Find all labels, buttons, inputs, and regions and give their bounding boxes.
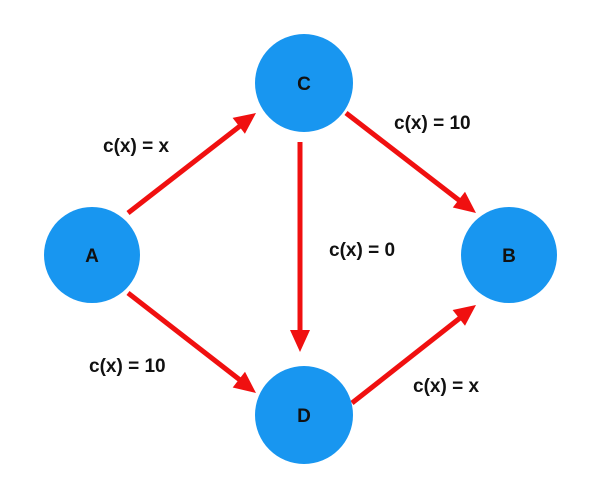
edge-a-to-c-cost-label: c(x) = x xyxy=(103,136,169,157)
edge-c-to-d xyxy=(290,142,310,352)
edge-d-to-b-cost-label: c(x) = x xyxy=(413,376,479,397)
edge-c-to-b xyxy=(344,111,476,213)
node-c-circle xyxy=(255,34,353,132)
edge-c-to-d-arrowhead xyxy=(290,330,310,352)
edge-c-to-b-arrowhead xyxy=(452,191,476,213)
edge-c-to-b-cost-label: c(x) = 10 xyxy=(394,113,471,134)
node-d-circle xyxy=(255,366,353,464)
node-b[interactable]: B xyxy=(461,207,557,303)
edge-a-to-c xyxy=(126,113,256,215)
edge-a-to-d-arrowhead xyxy=(232,371,256,393)
edge-c-to-b-line xyxy=(344,111,462,203)
edge-a-to-c-arrowhead xyxy=(232,113,256,134)
edge-a-to-d-line xyxy=(126,291,242,382)
edge-a-to-c-line xyxy=(126,124,242,215)
edge-a-to-d-cost-label: c(x) = 10 xyxy=(89,356,166,377)
node-d[interactable]: D xyxy=(255,366,353,464)
node-b-circle xyxy=(461,207,557,303)
node-a-label: A xyxy=(85,246,99,267)
node-c-label: C xyxy=(297,74,311,95)
edge-c-to-d-cost-label: c(x) = 0 xyxy=(329,240,395,261)
edge-a-to-d xyxy=(126,291,256,393)
node-d-label: D xyxy=(297,406,311,427)
node-c[interactable]: C xyxy=(255,34,353,132)
edge-d-to-b xyxy=(350,305,476,405)
node-a-circle xyxy=(44,207,140,303)
edge-d-to-b-arrowhead xyxy=(452,305,476,326)
node-b-label: B xyxy=(502,246,516,267)
node-a[interactable]: A xyxy=(44,207,140,303)
edge-d-to-b-line xyxy=(350,316,462,405)
